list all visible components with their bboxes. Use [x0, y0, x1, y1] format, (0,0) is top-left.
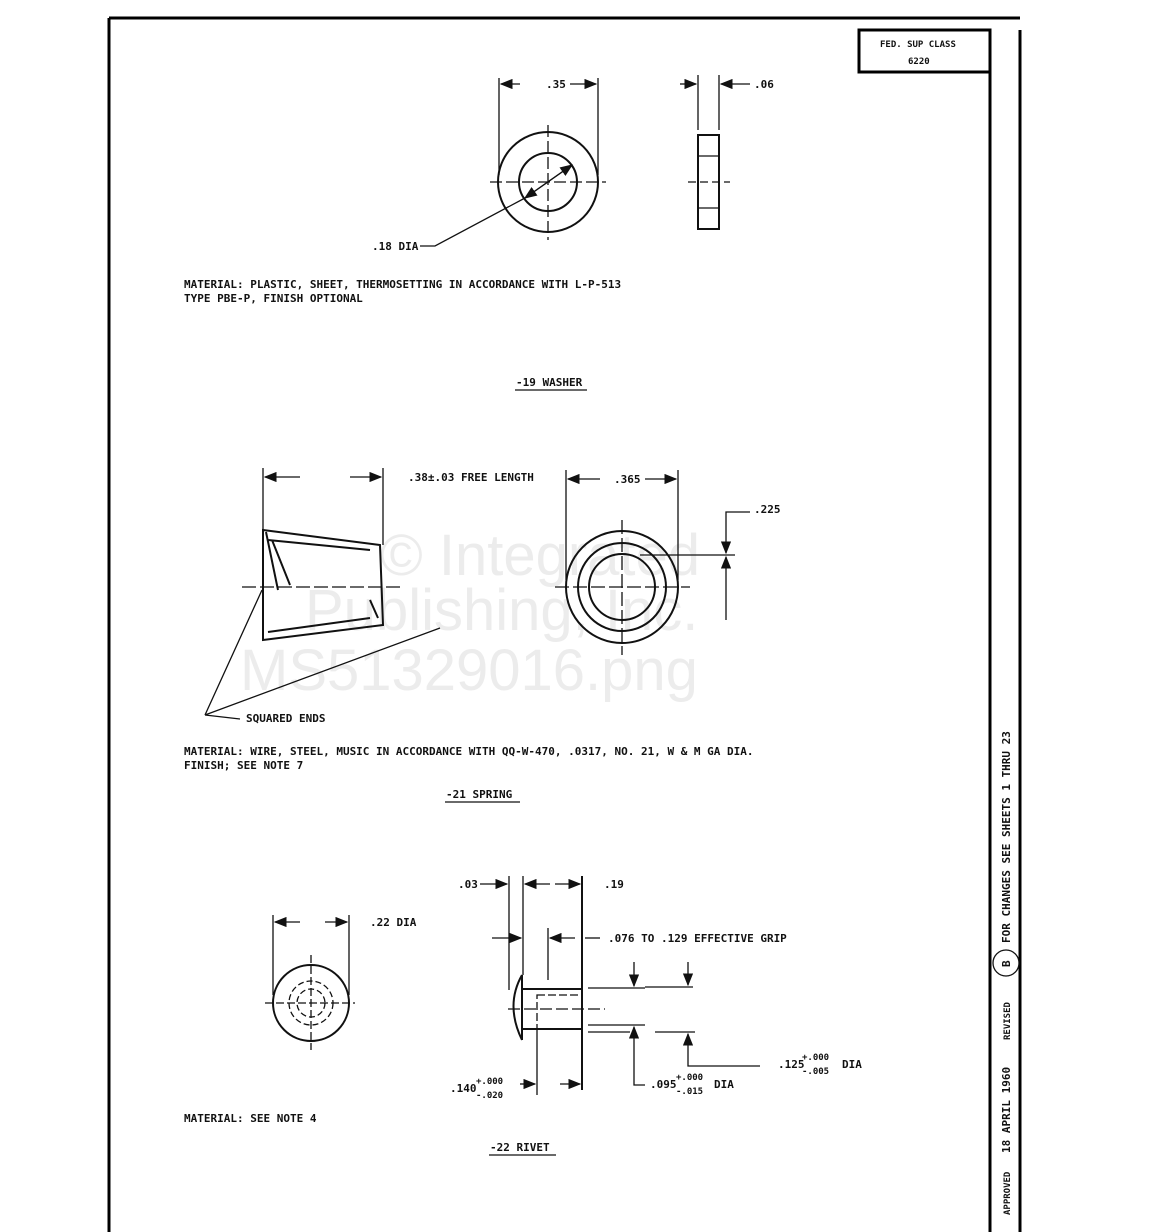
rivet-head-dia-dim: .22 DIA [370, 916, 417, 929]
watermark-line-3: MS51329016.png [240, 638, 698, 703]
rivet-drawing: .22 DIA .03 .19 .076 TO .129 EFFECTIVE G… [184, 876, 862, 1156]
rivet-head-thk-dim: .03 [458, 878, 478, 891]
rivet-125-dim: .125 [778, 1058, 805, 1071]
rivet-length-dim: .19 [604, 878, 624, 891]
rivet-125-tol-minus: -.005 [802, 1067, 829, 1077]
rivet-095-dia: DIA [714, 1078, 734, 1091]
rivet-125-dia: DIA [842, 1058, 862, 1071]
washer-id-dim: .18 DIA [372, 240, 419, 253]
spring-height-dim: .225 [754, 503, 781, 516]
approved-date: 18 APRIL 1960 [1000, 1067, 1013, 1153]
spring-material-line-2: FINISH; SEE NOTE 7 [184, 759, 303, 772]
title-block: FED. SUP CLASS 6220 [857, 28, 992, 74]
rivet-caption: -22 RIVET [490, 1141, 550, 1154]
sheet-frame [107, 16, 1022, 1232]
watermark-line-2: Publishing, Inc. [305, 578, 698, 643]
spring-caption: -21 SPRING [446, 788, 513, 801]
washer-drawing: .35 .18 DIA .06 MATERIAL: PLASTIC, SHEET… [184, 75, 774, 391]
revision-strip: APPROVED 18 APRIL 1960 REVISED B FOR CHA… [992, 731, 1020, 1215]
spring-free-length-dim: .38±.03 FREE LENGTH [408, 471, 534, 484]
rivet-125-tol-plus: +.000 [802, 1053, 829, 1063]
rivet-095-tol-minus: -.015 [676, 1087, 703, 1097]
washer-material-line-1: MATERIAL: PLASTIC, SHEET, THERMOSETTING … [184, 278, 621, 291]
rivet-095-tol-plus: +.000 [676, 1073, 703, 1083]
spring-width-dim: .365 [614, 473, 641, 486]
rivet-140-dim: .140 [450, 1082, 477, 1095]
rivet-material: MATERIAL: SEE NOTE 4 [184, 1112, 317, 1125]
fed-sup-class-value: 6220 [908, 57, 930, 67]
washer-material-line-2: TYPE PBE-P, FINISH OPTIONAL [184, 292, 363, 305]
squared-ends-label: SQUARED ENDS [246, 712, 325, 725]
revision-letter: B [1000, 960, 1013, 967]
rivet-140-tol-plus: +.000 [476, 1077, 503, 1087]
washer-od-dim: .35 [546, 78, 566, 91]
watermark: © Integrated Publishing, Inc. MS51329016… [240, 523, 700, 703]
rivet-095-dim: .095 [650, 1078, 677, 1091]
washer-thickness-dim: .06 [754, 78, 774, 91]
rivet-140-tol-minus: -.020 [476, 1091, 503, 1101]
washer-caption: -19 WASHER [516, 376, 583, 389]
spring-drawing: .38±.03 FREE LENGTH SQUARED ENDS .365 .2… [184, 468, 781, 803]
spring-material-line-1: MATERIAL: WIRE, STEEL, MUSIC IN ACCORDAN… [184, 745, 754, 758]
fed-sup-class-label: FED. SUP CLASS [880, 40, 956, 50]
revised-label: REVISED [1003, 1001, 1013, 1040]
changes-note: FOR CHANGES SEE SHEETS 1 THRU 23 [1000, 731, 1013, 943]
rivet-grip-dim: .076 TO .129 EFFECTIVE GRIP [608, 932, 787, 945]
approved-label: APPROVED [1003, 1171, 1013, 1215]
